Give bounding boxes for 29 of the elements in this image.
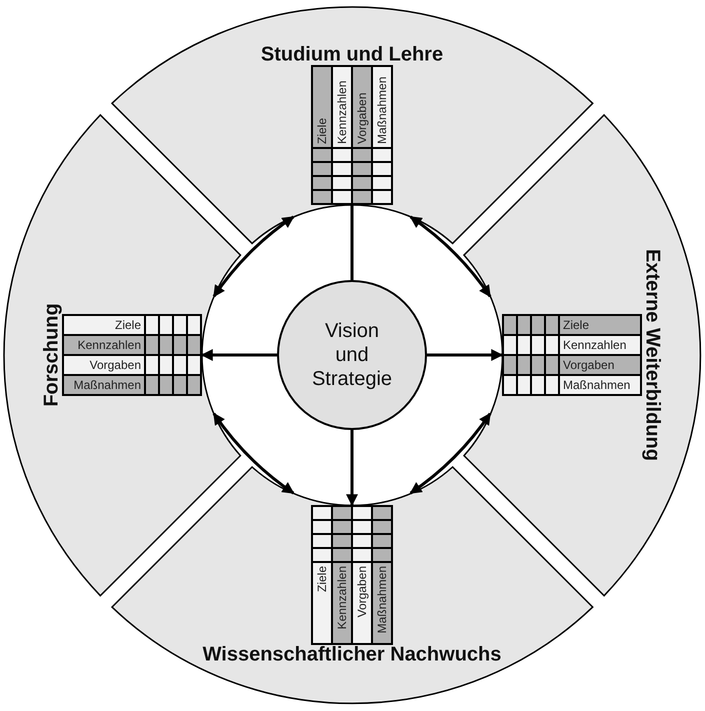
double-arrow	[212, 412, 294, 494]
circle-label: Vision und Strategie	[310, 319, 394, 391]
row-header: Maßnahmen	[372, 562, 391, 643]
connector-line	[350, 205, 354, 280]
double-arrow	[212, 216, 294, 298]
double-arrow	[410, 216, 492, 298]
row-header: Kennzahlen	[560, 336, 640, 354]
arrow	[346, 430, 358, 506]
row-header: Ziele	[312, 67, 331, 147]
segment-title: Externe Weiterbildung	[640, 249, 664, 461]
segment-title: Studium und Lehre	[260, 44, 444, 66]
arrow	[200, 349, 277, 361]
row-header: Ziele	[312, 562, 331, 643]
row-header: Maßnahmen	[372, 67, 391, 147]
row-header: Vorgaben	[352, 562, 371, 643]
row-header: Kennzahlen	[332, 562, 351, 643]
segment-title: Forschung	[40, 303, 64, 407]
row-header: Ziele	[64, 316, 144, 334]
row-header: Maßnahmen	[560, 376, 640, 394]
row-header: Kennzahlen	[64, 336, 144, 354]
row-header: Ziele	[560, 316, 640, 334]
segment-title: Wissenschaftlicher Nachwuchs	[202, 643, 502, 666]
row-header: Vorgaben	[64, 356, 144, 374]
arrow	[427, 349, 504, 361]
row-header: Vorgaben	[560, 356, 640, 374]
double-arrow	[410, 412, 492, 494]
row-header: Vorgaben	[352, 67, 371, 147]
row-header: Maßnahmen	[64, 376, 144, 394]
row-header: Kennzahlen	[332, 67, 351, 147]
